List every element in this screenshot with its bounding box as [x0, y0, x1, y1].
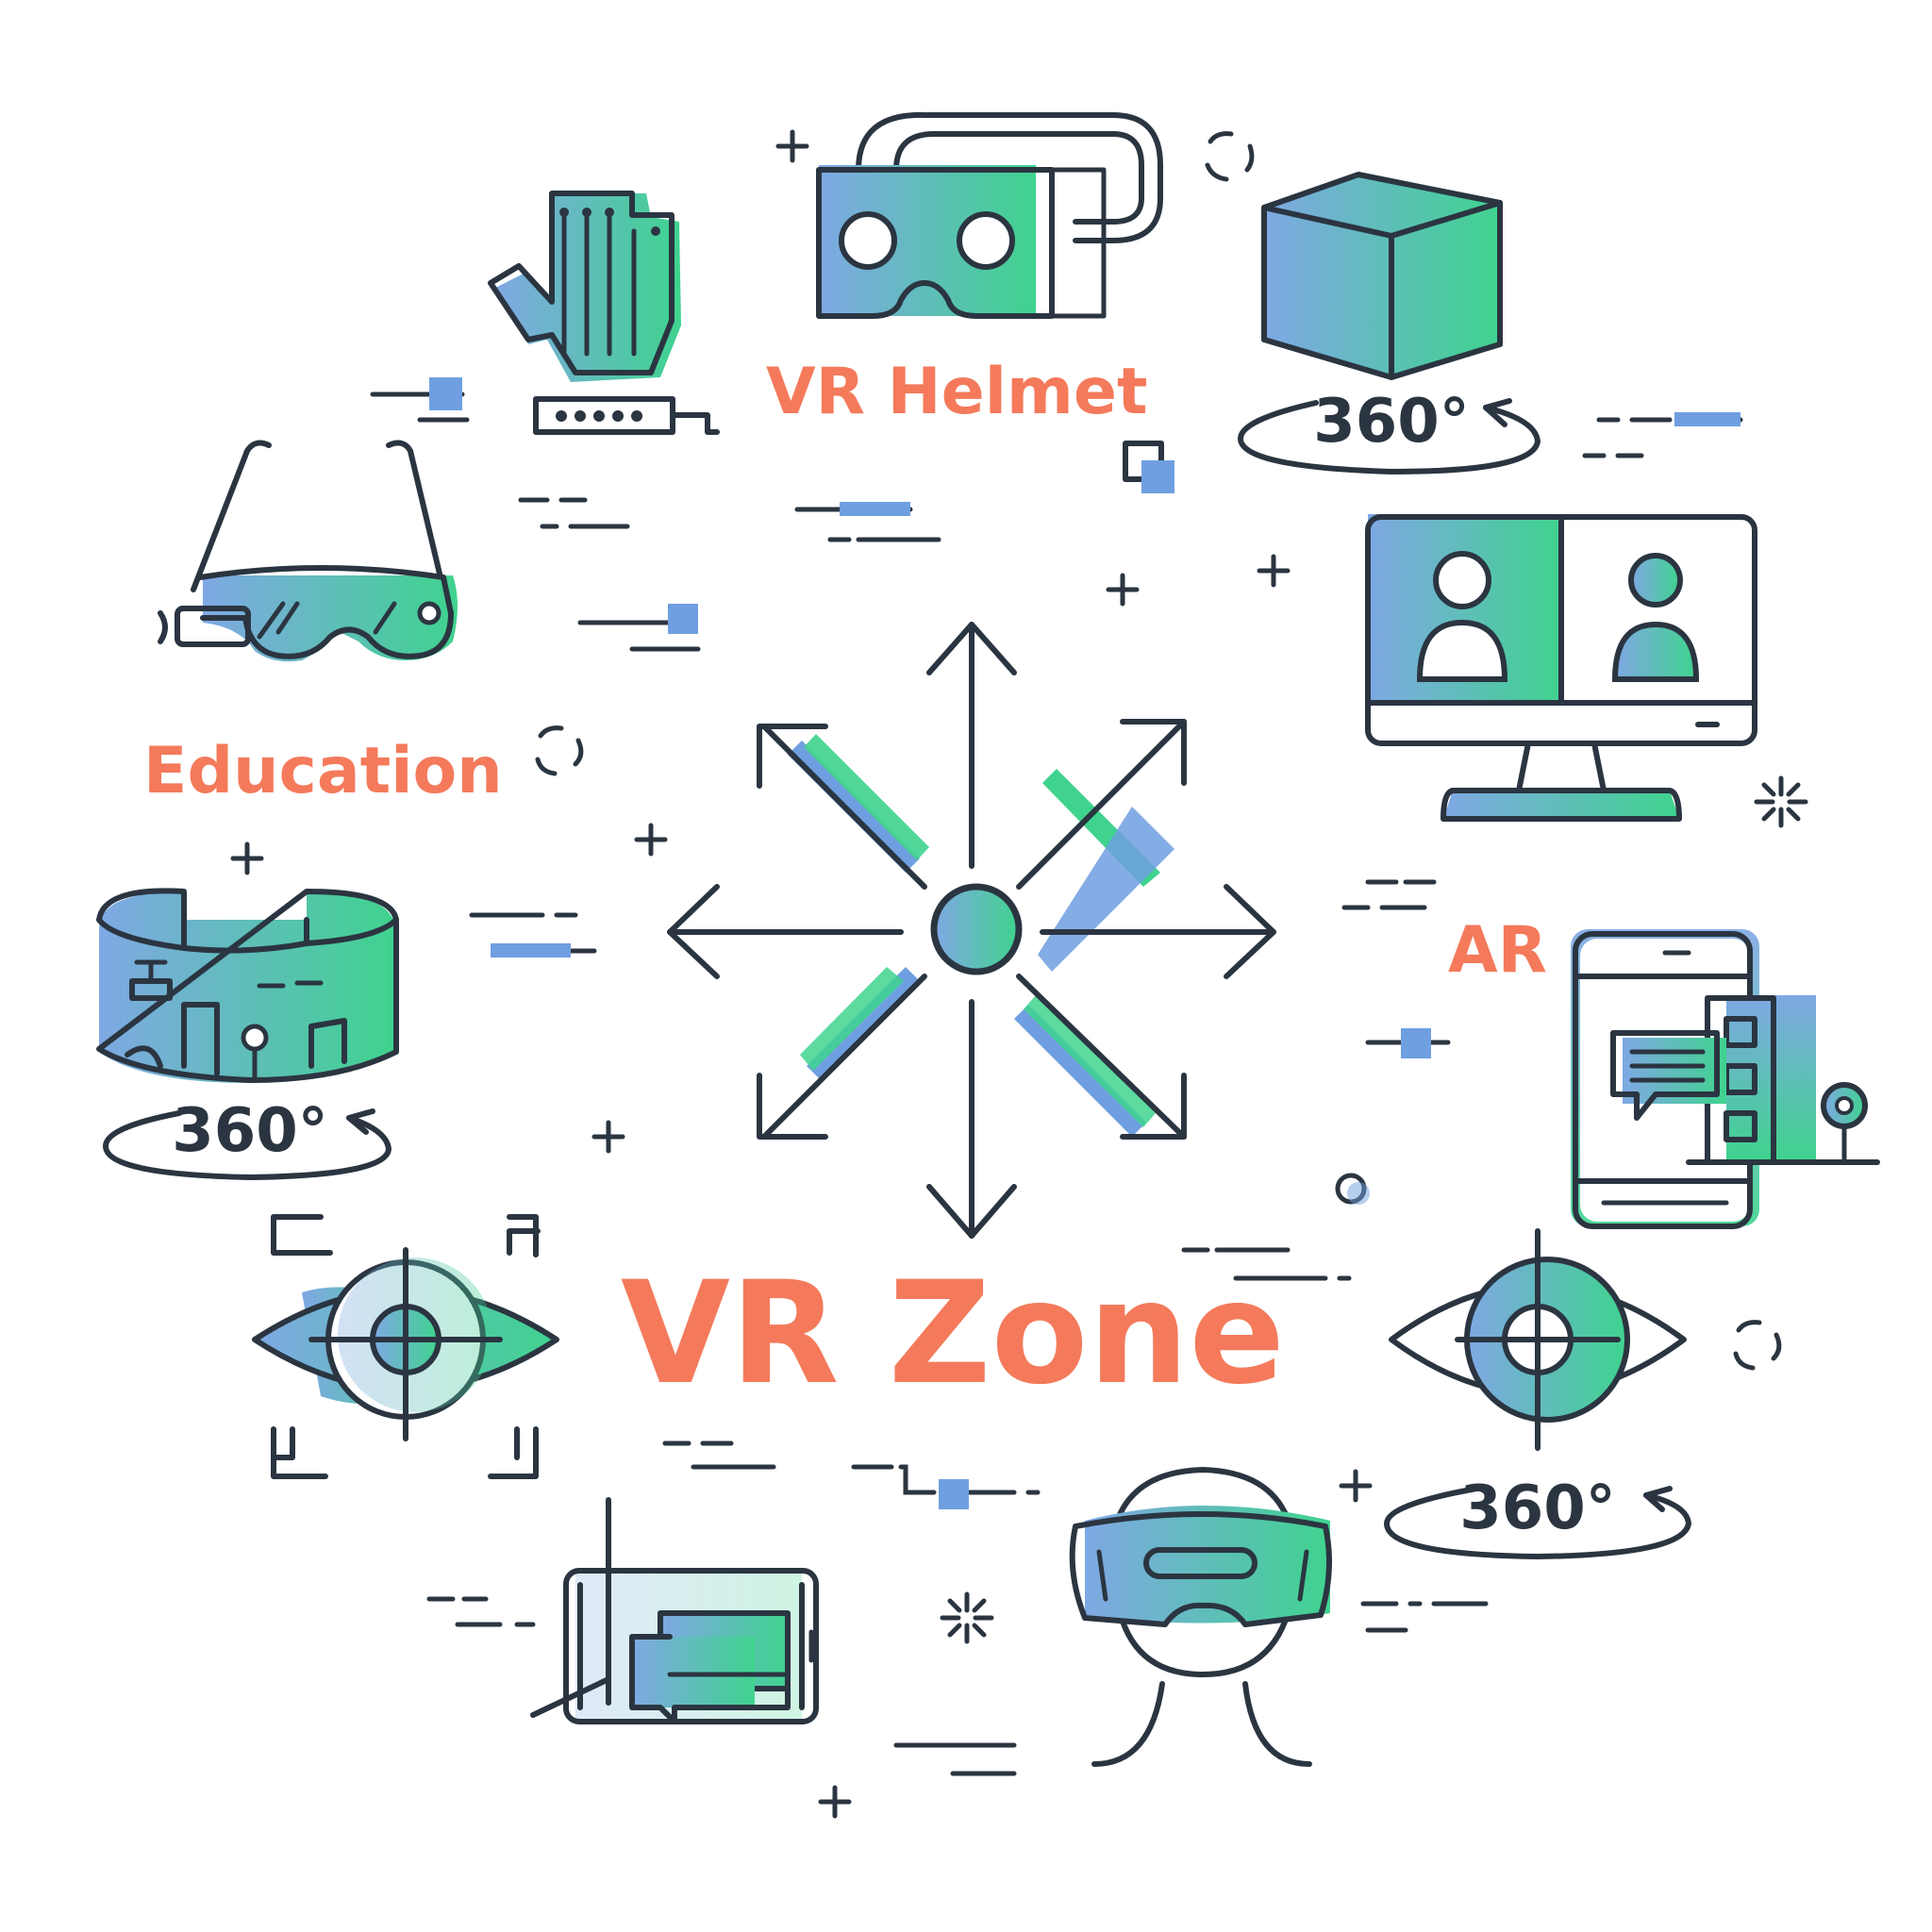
degree-label-panorama: 360° — [172, 1096, 328, 1166]
vr-glove-icon — [488, 191, 720, 435]
degree-label-cube: 360° — [1313, 387, 1470, 457]
cube-icon — [1261, 172, 1503, 380]
ar-tablet-icon — [530, 1497, 819, 1724]
label-vr-helmet: VR Helmet — [766, 355, 1147, 429]
rotation-ring-headset: 360° — [1384, 1474, 1691, 1559]
label-ar: AR — [1448, 913, 1547, 988]
decorations — [230, 129, 1808, 1819]
rotation-ring-cube: 360° — [1238, 387, 1541, 475]
eye-target-icon — [252, 1214, 559, 1479]
video-call-monitor-icon — [1365, 514, 1757, 822]
degree-label-headset: 360° — [1459, 1474, 1616, 1543]
vr-cardboard-icon — [816, 111, 1163, 319]
vr-headset-person-icon — [1069, 1467, 1332, 1767]
ar-phone-icon — [1571, 929, 1880, 1229]
rotation-ring-panorama: 360° — [103, 1096, 391, 1180]
label-education: Education — [143, 734, 503, 808]
panorama-screen-icon — [96, 888, 399, 1083]
page-title: VR Zone — [621, 1252, 1285, 1416]
smart-glasses-icon — [158, 440, 458, 662]
eye-tracking-icon — [1389, 1228, 1687, 1451]
hub-arrows-icon — [667, 622, 1276, 1239]
